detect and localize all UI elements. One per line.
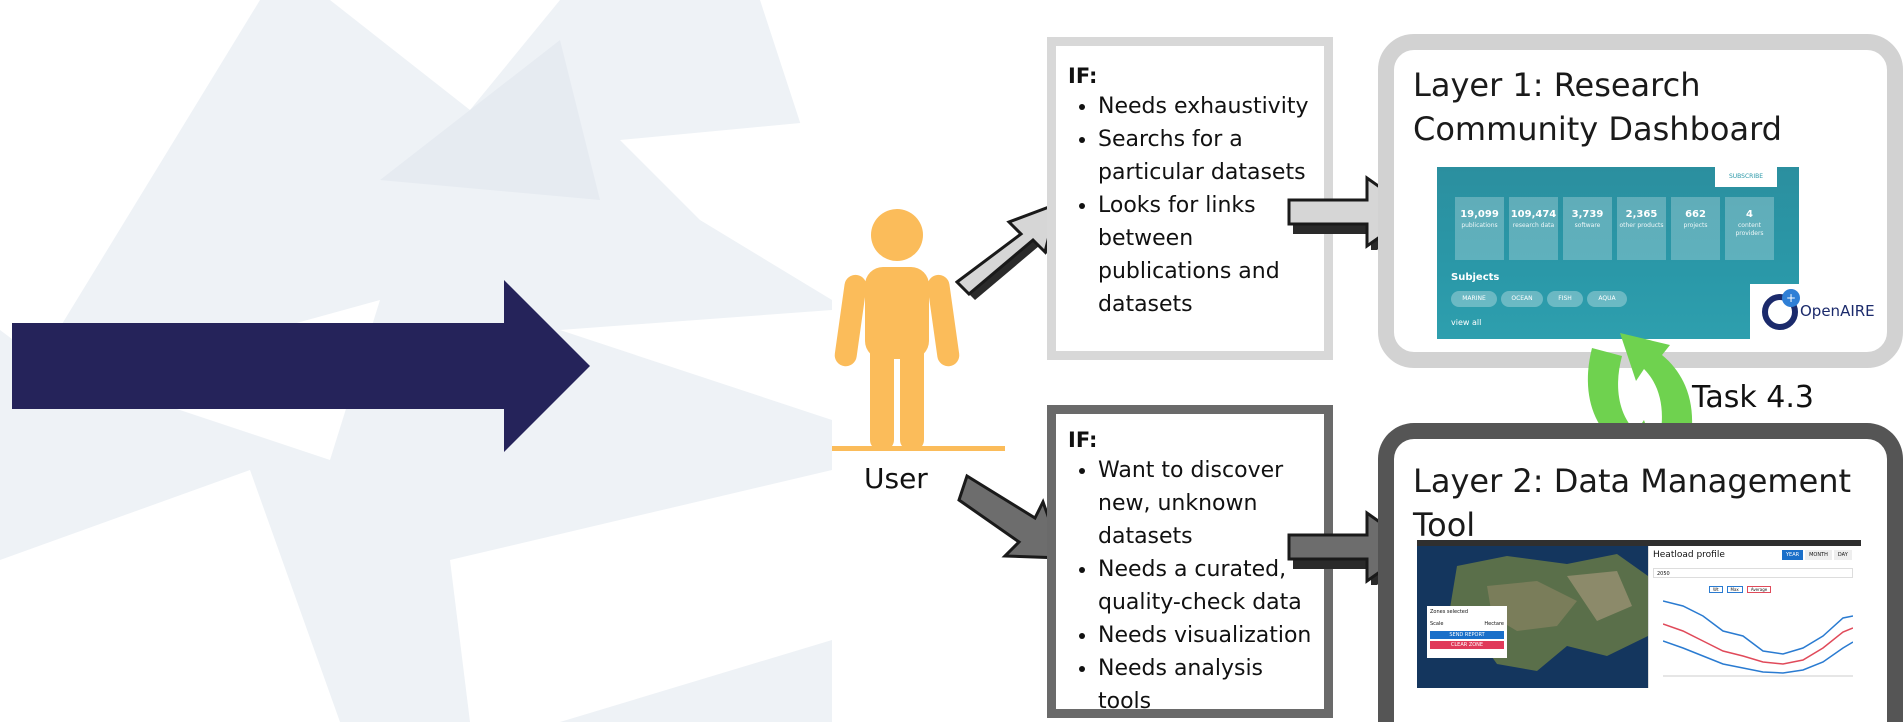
chart-legend: Wt Max Average	[1709, 586, 1772, 593]
tool-topbar	[1417, 540, 1861, 548]
subject-chip: FISH	[1547, 291, 1583, 307]
user-figure-icon	[832, 209, 1005, 451]
heatload-lines	[1663, 600, 1853, 677]
legend-item: Wt	[1709, 586, 1723, 593]
list-item: Searchs for a particular datasets	[1098, 123, 1312, 189]
list-item: Needs visualization	[1098, 619, 1316, 652]
background-shards	[0, 0, 832, 722]
list-item: Needs a curated, quality-check data	[1098, 553, 1316, 619]
send-report-button: SEND REPORT	[1430, 631, 1504, 639]
list-item: Looks for links between publications and…	[1098, 189, 1312, 321]
scale-row: Scale Hectare	[1430, 621, 1504, 627]
tab-month: MONTH	[1805, 550, 1832, 560]
layer2-title: Layer 2: Data Management Tool	[1413, 462, 1852, 544]
if-box-top-title: IF:	[1068, 64, 1098, 88]
subjects-label: Subjects	[1451, 272, 1500, 283]
user-label: User	[864, 462, 928, 495]
left-background-panel	[0, 0, 832, 722]
big-right-arrow	[12, 280, 590, 452]
clear-zone-button: CLEAR ZONE	[1430, 641, 1504, 649]
heatload-title: Heatload profile	[1653, 550, 1725, 560]
openaire-logo-icon: +	[1762, 289, 1800, 330]
view-all-link: view all	[1451, 318, 1482, 327]
if-box-top-list: Needs exhaustivity Searchs for a particu…	[1068, 90, 1312, 321]
arrow-user-to-bottom-box	[957, 473, 1066, 560]
map-screenshot: Zones selected Scale Hectare SEND REPORT…	[1417, 546, 1648, 688]
openaire-logo-text: OpenAIRE	[1800, 302, 1875, 320]
year-select: 2050	[1653, 568, 1853, 578]
legend-item: Average	[1746, 586, 1772, 593]
if-box-top: IF: Needs exhaustivity Searchs for a par…	[1047, 37, 1333, 360]
heatload-chart-screenshot: Heatload profile YEAR MONTH DAY 2050 Wt …	[1648, 546, 1862, 688]
scale-value: Hectare	[1484, 621, 1504, 627]
layer1-title: Layer 1: Research Community Dashboard	[1413, 66, 1782, 148]
task-label: Task 4.3	[1692, 380, 1814, 415]
list-item: Want to discover new, unknown datasets	[1098, 454, 1316, 553]
legend-item: Max	[1726, 586, 1743, 593]
if-box-bottom: IF: Want to discover new, unknown datase…	[1047, 405, 1333, 718]
openaire-logo: + OpenAIRE	[1750, 284, 1883, 339]
zones-selected-label: Zones selected	[1430, 609, 1469, 615]
tab-year: YEAR	[1782, 550, 1804, 560]
tab-day: DAY	[1833, 550, 1852, 560]
period-tabs: YEAR MONTH DAY	[1782, 550, 1852, 560]
scale-label: Scale	[1430, 621, 1444, 627]
if-box-bottom-title: IF:	[1068, 428, 1098, 452]
list-item: Needs analysis tools	[1098, 652, 1316, 718]
map-zone-panel: Zones selected Scale Hectare SEND REPORT…	[1427, 606, 1507, 658]
subject-chip: AQUA	[1587, 291, 1627, 307]
list-item: Needs exhaustivity	[1098, 90, 1312, 123]
subject-chip: OCEAN	[1501, 291, 1543, 307]
subject-chip: MARINE	[1451, 291, 1497, 307]
svg-text:+: +	[1786, 291, 1796, 305]
if-box-bottom-list: Want to discover new, unknown datasets N…	[1068, 454, 1316, 718]
subscribe-button: SUBSCRIBE	[1715, 167, 1777, 187]
